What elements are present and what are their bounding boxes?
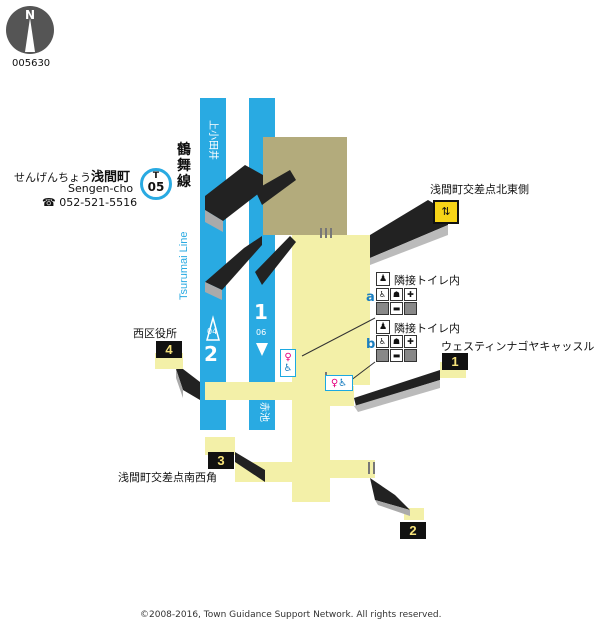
elevator-label: 浅間町交差点北東側 (430, 183, 529, 196)
wheelchair-icon: ♿ (376, 335, 389, 348)
station-phone: ☎ 052-521-5516 (42, 196, 137, 209)
line-number: 05 (147, 180, 165, 194)
line-name-jp: 鶴舞線 (177, 142, 191, 190)
north-arrow-icon (25, 18, 35, 52)
blank-icon (376, 349, 389, 362)
exit-1-label: ウェスティンナゴヤキャッスル (441, 340, 595, 353)
exit-2-badge[interactable]: 2 (400, 522, 426, 539)
track2-destination: 上小田井 (207, 120, 218, 160)
platform-track2 (200, 98, 226, 430)
track1-destination: 赤池 (258, 402, 269, 422)
toilet-a-person-icon: ♟ (376, 272, 390, 286)
toilet-a-leader (301, 317, 376, 357)
track2-direction-icon (206, 315, 220, 341)
phone-icon: ☎ (42, 196, 56, 209)
ostomate-icon: ✚ (404, 335, 417, 348)
restroom-a-icon: ♀♿ (280, 349, 296, 377)
toilet-a-letter: a (366, 290, 375, 305)
bed-icon: ▬ (390, 349, 403, 362)
exit-4-badge[interactable]: 4 (156, 341, 182, 358)
track1-direction-icon (256, 343, 268, 356)
blank-icon (404, 302, 417, 315)
toilet-a-note: 隣接トイレ内 (394, 274, 460, 287)
restroom-b-icon: ♀♿ (325, 375, 353, 391)
line-letter: T (152, 171, 160, 181)
track1-number: 1 (254, 300, 268, 324)
wheelchair-icon: ♿ (376, 288, 389, 301)
baby-icon: ☗ (390, 335, 403, 348)
track1-code: 06 (256, 328, 267, 337)
blank-icon (404, 349, 417, 362)
bed-icon: ▬ (390, 302, 403, 315)
toilet-b-person-icon: ♟ (376, 320, 390, 334)
line-name-en: Tsurumai Line (178, 231, 190, 300)
exit-3-label: 浅間町交差点南西角 (118, 471, 217, 484)
toilet-b-letter: b (366, 337, 376, 352)
exit-3-badge[interactable]: 3 (208, 452, 234, 469)
phone-number: 052-521-5516 (59, 196, 138, 209)
toilet-a-facilities: ♿☗✚ ▬ (376, 288, 417, 315)
exit-1-badge[interactable]: 1 (442, 353, 468, 370)
ostomate-icon: ✚ (404, 288, 417, 301)
toilet-b-facilities: ♿☗✚ ▬ (376, 335, 417, 362)
stairs (176, 165, 448, 516)
line-roundel: T 05 (140, 168, 172, 200)
compass-label: N (25, 8, 36, 22)
toilet-b-note: 隣接トイレ内 (394, 322, 460, 335)
station-name: せんげんちょう浅間町 (14, 166, 130, 185)
station-name-kanji: 浅間町 (91, 170, 131, 185)
blank-icon (376, 302, 389, 315)
track2-number: 2 (204, 342, 218, 366)
concourse (155, 235, 466, 520)
exit-4-label: 西区役所 (133, 327, 177, 340)
map-id: 005630 (12, 58, 51, 69)
station-name-roman: Sengen-cho (68, 182, 134, 195)
elevator-icon: ⇅ (433, 200, 459, 224)
baby-icon: ☗ (390, 288, 403, 301)
track2-code: 04 (207, 327, 218, 336)
station-name-kana: せんげんちょう (14, 171, 91, 184)
copyright: ©2008-2016, Town Guidance Support Networ… (140, 610, 442, 620)
